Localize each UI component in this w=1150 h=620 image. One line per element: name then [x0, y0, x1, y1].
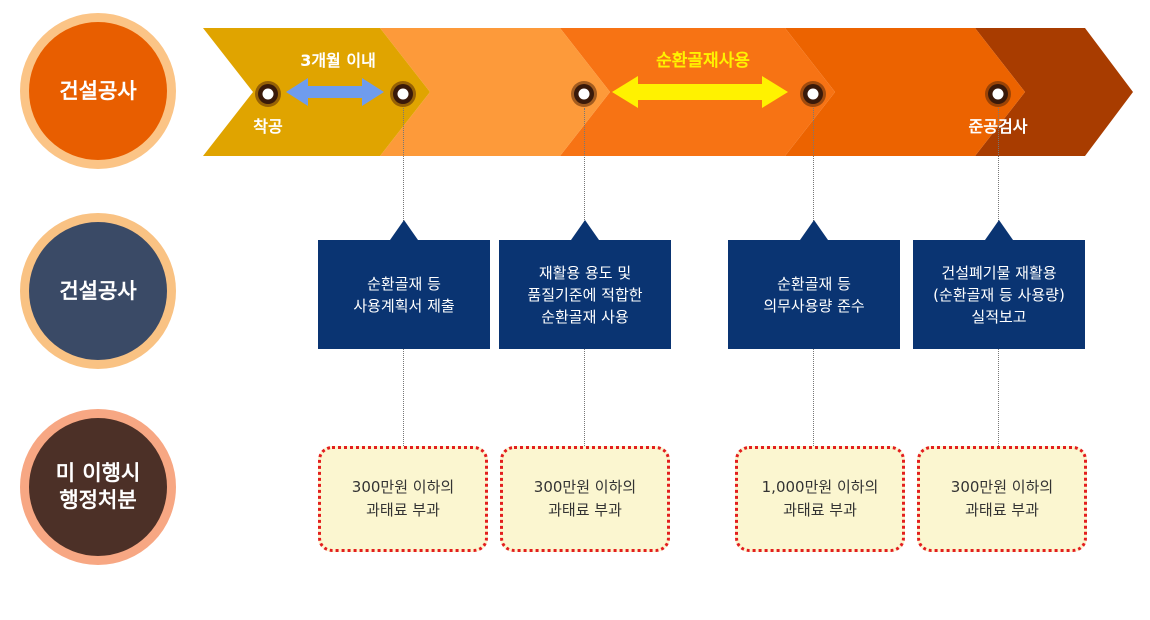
step-box: 순환골재 등 의무사용량 준수 — [728, 220, 900, 349]
timeline-band: 착공 3개월 이내 순환골재사용 준공검사 — [203, 28, 1133, 156]
step-text: 순환골재 등 의무사용량 준수 — [763, 274, 865, 315]
connector-line — [813, 108, 814, 221]
connector-line — [584, 349, 585, 446]
penalty-box: 1,000만원 이하의 과태료 부과 — [735, 446, 905, 552]
penalty-text: 300만원 이하의 과태료 부과 — [533, 478, 637, 519]
penalty-text: 300만원 이하의 과태료 부과 — [950, 478, 1054, 519]
penalty-text: 300만원 이하의 과태료 부과 — [351, 478, 455, 519]
row-label: 건설공사 — [59, 78, 137, 103]
penalty-text: 1,000만원 이하의 과태료 부과 — [761, 478, 879, 519]
step-box: 순환골재 등 사용계획서 제출 — [318, 220, 490, 349]
step-text: 순환골재 등 사용계획서 제출 — [353, 274, 455, 315]
connector-line — [813, 349, 814, 446]
timeline-segment-4 — [785, 28, 1025, 156]
row-circle-construction: 건설공사 — [20, 13, 176, 169]
row-circle-contractor: 건설공사 — [20, 213, 176, 369]
step-text: 재활용 용도 및 품질기준에 적합한 순환골재 사용 — [527, 263, 643, 326]
connector-line — [403, 108, 404, 221]
milestone-marker — [800, 81, 826, 107]
step-text: 건설폐기물 재활용 (순환골재 등 사용량) 실적보고 — [933, 263, 1065, 326]
milestone-marker — [255, 81, 281, 107]
period-arrow — [286, 78, 384, 106]
step-box: 재활용 용도 및 품질기준에 적합한 순환골재 사용 — [499, 220, 671, 349]
row-circle-penalty: 미 이행시 행정처분 — [20, 409, 176, 565]
milestone-marker — [390, 81, 416, 107]
timeline-segment-5 — [975, 28, 1133, 156]
step-box: 건설폐기물 재활용 (순환골재 등 사용량) 실적보고 — [913, 220, 1085, 349]
timeline-segment-2 — [380, 28, 610, 156]
usage-label: 순환골재사용 — [656, 51, 750, 71]
period-label: 3개월 이내 — [300, 51, 376, 70]
penalty-box: 300만원 이하의 과태료 부과 — [917, 446, 1087, 552]
milestone-marker — [985, 81, 1011, 107]
penalty-box: 300만원 이하의 과태료 부과 — [318, 446, 488, 552]
connector-line — [998, 108, 999, 221]
row-label: 건설공사 — [59, 278, 137, 303]
start-label: 착공 — [253, 117, 283, 136]
penalty-box: 300만원 이하의 과태료 부과 — [500, 446, 670, 552]
usage-arrow — [612, 76, 788, 108]
row-label: 미 이행시 행정처분 — [55, 461, 141, 512]
milestone-marker — [571, 81, 597, 107]
connector-line — [403, 349, 404, 446]
connector-line — [998, 349, 999, 446]
connector-line — [584, 108, 585, 240]
